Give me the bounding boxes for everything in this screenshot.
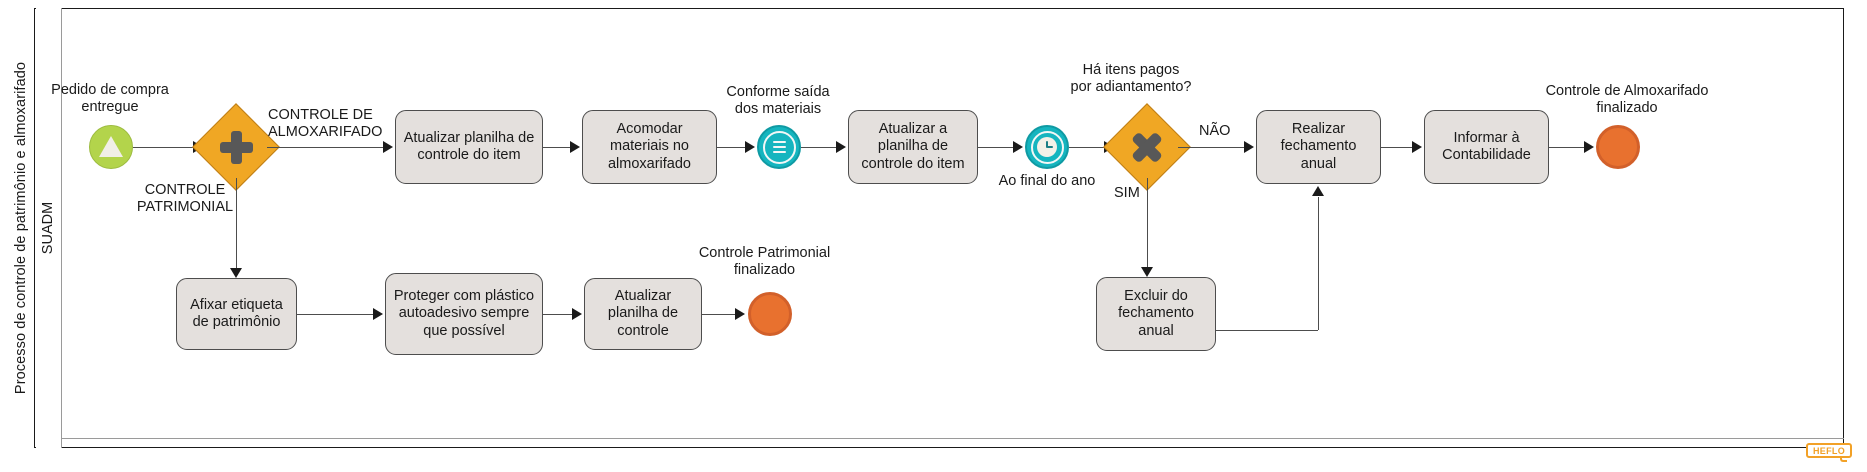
task-atualizar-planilha-controle[interactable]: Atualizar planilha de controle: [584, 278, 702, 350]
end-event-patrimonial[interactable]: [748, 292, 792, 336]
gateway-branch-label-patrimonial: CONTROLE PATRIMONIAL: [136, 182, 234, 215]
timer-clock-icon: [1036, 136, 1058, 158]
task-label: Atualizar a planilha de controle do item: [861, 121, 965, 172]
task-label: Atualizar planilha de controle: [607, 288, 679, 339]
flow-arrow: [1584, 141, 1594, 153]
flow-parallel-to-t1: [267, 146, 385, 148]
flow-arrow: [1141, 267, 1153, 277]
heflo-logo-text: HEFLO: [1813, 445, 1845, 456]
intermediate-event-timer[interactable]: [1025, 125, 1069, 169]
heflo-logo: HEFLO: [1806, 443, 1852, 462]
intermediate-event-rule[interactable]: [757, 125, 801, 169]
rule-list-icon: [768, 136, 790, 158]
flow-exclusive-sim-to-t9: [1146, 178, 1148, 270]
task-informar-contabilidade[interactable]: Informar à Contabilidade: [1424, 110, 1549, 184]
flow-t4-to-t5: [1381, 146, 1417, 148]
start-event-signal[interactable]: [89, 125, 133, 169]
task-acomodar-materiais[interactable]: Acomodar materiais no almoxarifado: [582, 110, 717, 184]
flow-t7-to-t8: [543, 313, 576, 315]
flow-arrow: [745, 141, 755, 153]
pool-label: Processo de controle de patrimônio e alm…: [8, 8, 35, 448]
gateway-question-label: Há itens pagos por adiantamento?: [1070, 62, 1192, 95]
pool-container: [8, 8, 1844, 448]
flow-rule-event-to-t3: [801, 146, 840, 148]
start-event-label: Pedido de compra entregue: [51, 82, 169, 115]
lane-divider: [61, 438, 1844, 439]
lane-label-text: SUADM: [40, 201, 56, 255]
task-label: Informar à Contabilidade: [1442, 129, 1531, 163]
rule-event-label: Conforme saída dos materiais: [726, 84, 830, 117]
flow-t5-to-end: [1549, 146, 1589, 148]
flow-arrow: [383, 141, 393, 153]
task-label: Afixar etiqueta de patrimônio: [190, 296, 283, 330]
gateway-branch-label-nao: NÃO: [1199, 123, 1231, 139]
task-realizar-fechamento-anual[interactable]: Realizar fechamento anual: [1256, 110, 1381, 184]
flow-arrow: [1312, 186, 1324, 196]
flow-t8-to-end-patrimonial: [702, 313, 740, 315]
flow-t6-to-t7: [297, 313, 377, 315]
task-label: Proteger com plástico autoadesivo sempre…: [393, 288, 535, 339]
task-excluir-do-fechamento-anual[interactable]: Excluir do fechamento anual: [1096, 277, 1216, 351]
flow-t1-to-t2: [543, 146, 573, 148]
flow-arrow: [1412, 141, 1422, 153]
task-proteger-com-plastico[interactable]: Proteger com plástico autoadesivo sempre…: [385, 273, 543, 355]
task-label: Atualizar planilha de controle do item: [403, 129, 535, 163]
end-event-almoxarifado[interactable]: [1596, 125, 1640, 169]
flow-t2-to-rule-event: [717, 146, 750, 148]
flow-arrow: [572, 308, 582, 320]
task-atualizar-planilha-controle-item-2[interactable]: Atualizar a planilha de controle do item: [848, 110, 978, 184]
flow-arrow: [373, 308, 383, 320]
timer-event-label: Ao final do ano: [998, 173, 1096, 189]
flow-timer-to-exclusive: [1069, 146, 1109, 148]
flow-arrow: [1244, 141, 1254, 153]
gateway-branch-label-sim: SIM: [1114, 185, 1140, 201]
task-atualizar-planilha-controle-item[interactable]: Atualizar planilha de controle do item: [395, 110, 543, 184]
lane-label-suadm: SUADM: [35, 8, 62, 448]
flow-parallel-to-t6: [235, 178, 237, 271]
task-label: Acomodar materiais no almoxarifado: [607, 121, 691, 172]
task-afixar-etiqueta-patrimonio[interactable]: Afixar etiqueta de patrimônio: [176, 278, 297, 350]
task-label: Realizar fechamento anual: [1280, 121, 1357, 172]
flow-t9-to-t4-horizontal: [1216, 329, 1318, 331]
flow-t9-to-t4-vertical: [1317, 197, 1319, 330]
end-event-almoxarifado-label: Controle de Almoxarifado finalizado: [1545, 83, 1709, 116]
gateway-branch-label-almoxarifado: CONTROLE DE ALMOXARIFADO: [268, 107, 383, 140]
end-event-patrimonial-label: Controle Patrimonial finalizado: [698, 245, 831, 278]
task-label: Excluir do fechamento anual: [1118, 288, 1194, 339]
flow-arrow: [230, 268, 242, 278]
flow-t3-to-timer: [978, 146, 1018, 148]
flow-arrow: [1013, 141, 1023, 153]
pool-label-text: Processo de controle de patrimônio e alm…: [13, 61, 30, 395]
flow-arrow: [836, 141, 846, 153]
flow-arrow: [570, 141, 580, 153]
flow-arrow: [735, 308, 745, 320]
signal-triangle-icon: [99, 136, 123, 157]
flow-exclusive-nao-to-t4: [1178, 146, 1248, 148]
flow-start-to-parallel: [133, 146, 195, 148]
